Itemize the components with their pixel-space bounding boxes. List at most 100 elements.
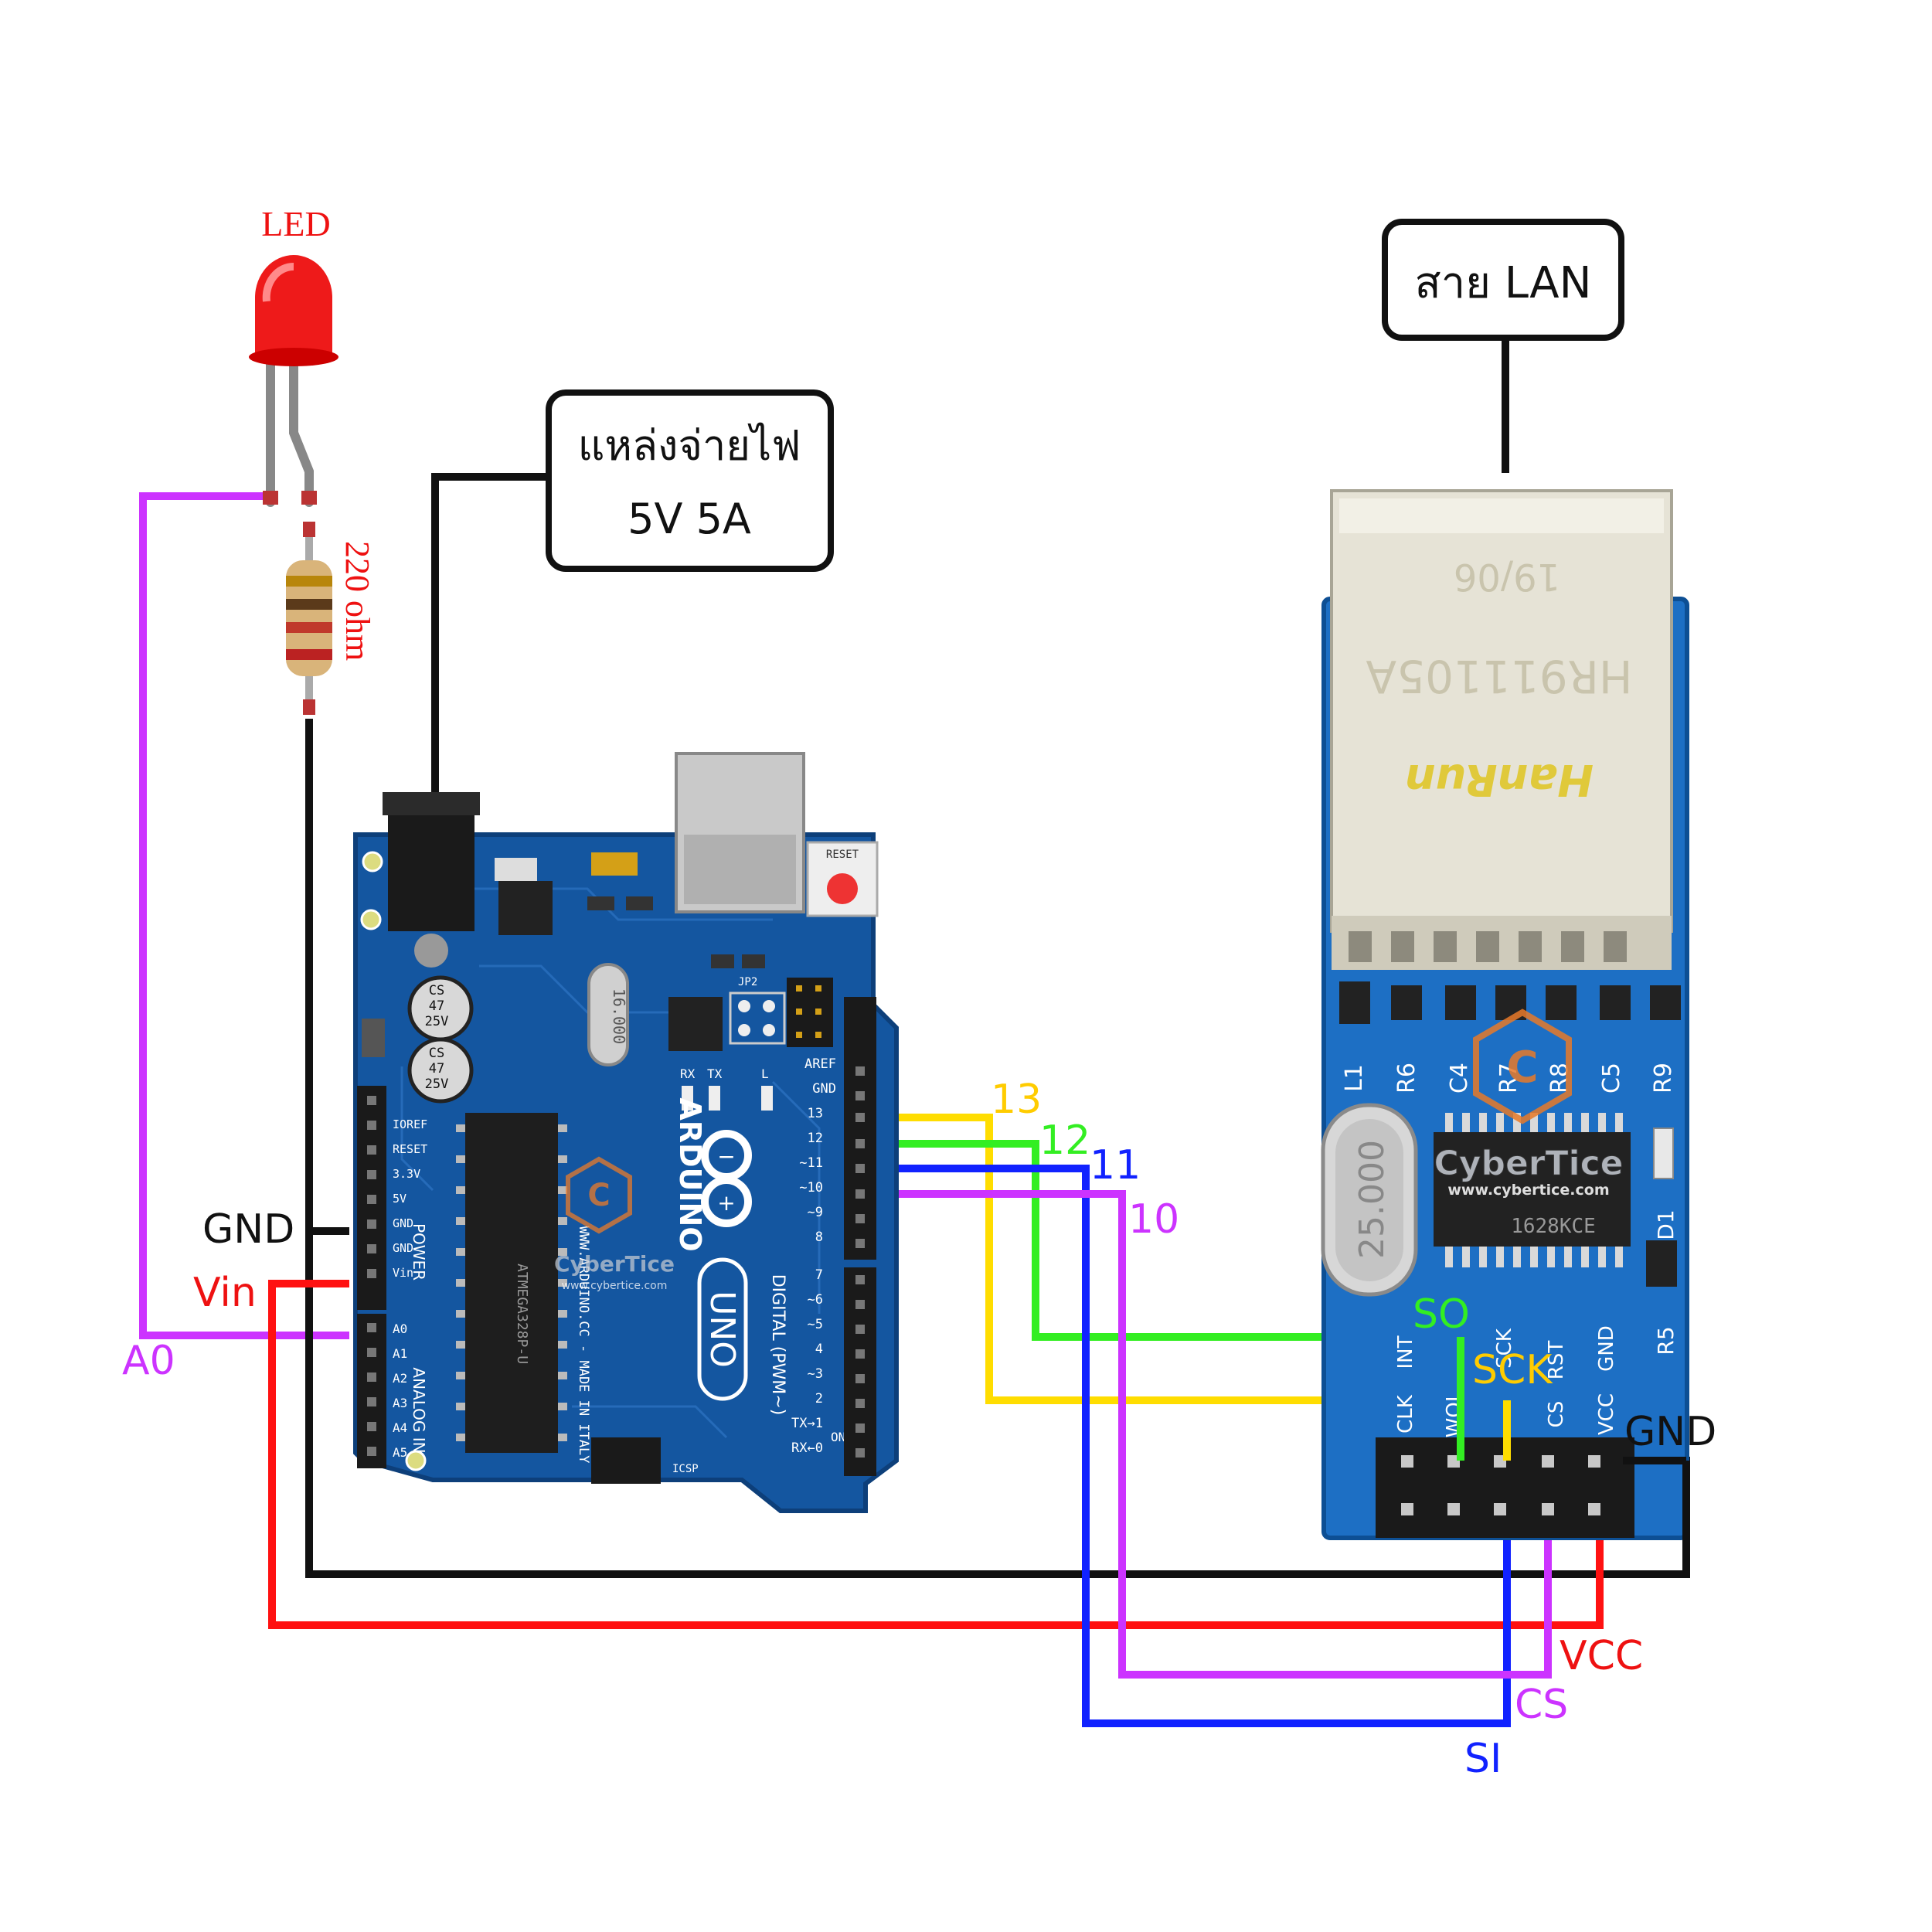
label-cs: CS [1515, 1682, 1568, 1728]
svg-text:C4: C4 [1446, 1063, 1473, 1094]
svg-text:VCC: VCC [1595, 1393, 1618, 1435]
svg-text:RST: RST [1545, 1341, 1568, 1380]
svg-text:A4: A4 [393, 1420, 407, 1435]
svg-text:5V: 5V [393, 1192, 406, 1206]
l-led-label: L [761, 1066, 769, 1081]
svg-text:19/06: 19/06 [1454, 555, 1560, 598]
enc-watermark: C CyberTice www.cybertice.com [1434, 1009, 1624, 1199]
svg-text:GND: GND [393, 1216, 413, 1230]
svg-text:R7: R7 [1495, 1063, 1522, 1094]
enc-header-labels: CLK INT WOL SCK CS RST VCC GND [1394, 1325, 1618, 1437]
power-callout: แหล่งจ่ายไฟ 5V 5A [546, 389, 834, 572]
label-so: SO [1413, 1291, 1470, 1338]
svg-text:www.cybertice.com: www.cybertice.com [1447, 1182, 1609, 1199]
wire-pin10-cs [881, 1190, 1552, 1679]
svg-text:R9: R9 [1650, 1063, 1677, 1094]
svg-text:+: + [717, 1190, 735, 1216]
label-gnd-enc: GND [1624, 1409, 1716, 1455]
svg-text:RESET: RESET [393, 1142, 427, 1156]
svg-text:GND: GND [393, 1241, 413, 1255]
svg-text:12: 12 [808, 1131, 823, 1146]
svg-text:R5: R5 [1653, 1326, 1679, 1355]
power-callout-line2: 5V 5A [628, 495, 751, 543]
svg-text:CS: CS [429, 983, 444, 998]
rx-led-label: RX [680, 1066, 696, 1081]
wire-power-callout [431, 473, 555, 792]
svg-text:CS: CS [1545, 1401, 1568, 1428]
atmega-chip: ATMEGA328P-U [456, 1113, 567, 1453]
svg-text:ICSP: ICSP [672, 1463, 699, 1475]
svg-text:~10: ~10 [799, 1180, 823, 1196]
analog-header-label: ANALOG IN [410, 1367, 428, 1453]
svg-text:C5: C5 [1598, 1063, 1625, 1094]
svg-text:INT: INT [1394, 1335, 1417, 1369]
svg-text:AREF: AREF [804, 1056, 836, 1072]
tx-led-label: TX [707, 1066, 723, 1081]
svg-text:CyberTice: CyberTice [1434, 1144, 1623, 1183]
label-pin11: 11 [1090, 1142, 1141, 1189]
label-vcc: VCC [1560, 1633, 1643, 1679]
label-vin: Vin [193, 1270, 257, 1316]
wire-labels: GND Vin A0 13 12 11 10 SO SCK GND VCC CS… [122, 1077, 1716, 1782]
svg-text:13: 13 [808, 1106, 823, 1121]
reset-button-label: RESET [826, 849, 859, 861]
svg-text:47: 47 [429, 1061, 444, 1077]
svg-text:2: 2 [815, 1391, 823, 1406]
svg-text:D1: D1 [1653, 1209, 1679, 1240]
svg-text:−: − [717, 1144, 735, 1169]
svg-text:HR911105A: HR911105A [1366, 650, 1632, 702]
svg-text:ATMEGA328P-U: ATMEGA328P-U [514, 1264, 530, 1364]
label-gnd-arduino: GND [202, 1206, 294, 1253]
svg-text:L1: L1 [1341, 1064, 1368, 1092]
wire-a0-led [139, 492, 349, 1339]
svg-text:IOREF: IOREF [393, 1117, 427, 1131]
svg-text:25V: 25V [425, 1014, 449, 1029]
wires-front [1457, 1337, 1690, 1574]
svg-text:25.000: 25.000 [1352, 1140, 1392, 1259]
rj45-jack: 19/06 HR911105A HanRun [1330, 489, 1673, 970]
arduino-uno-board: RESET CS 47 25V CS 47 25V 16.000 [353, 752, 899, 1513]
power-header: IOREF RESET 3.3V 5V GND GND Vin [357, 1086, 427, 1310]
svg-text:~5: ~5 [808, 1317, 823, 1332]
svg-text:C: C [587, 1178, 610, 1213]
led-label: LED [261, 204, 330, 243]
arduino-watermark: C CyberTice www.cybertice.com [554, 1156, 675, 1292]
svg-text:A2: A2 [393, 1371, 407, 1386]
jp2-label: JP2 [738, 976, 757, 988]
svg-text:1628KCE: 1628KCE [1511, 1215, 1596, 1238]
svg-text:A1: A1 [393, 1346, 407, 1361]
label-sck: SCK [1472, 1347, 1553, 1393]
wire-pin11-si [881, 1165, 1511, 1727]
svg-text:CS: CS [429, 1046, 444, 1061]
svg-text:47: 47 [429, 998, 444, 1014]
label-a0: A0 [122, 1338, 175, 1384]
on-led-label: ON [831, 1430, 845, 1444]
arduino-crystal: 16.000 [587, 963, 629, 1066]
label-pin12: 12 [1039, 1117, 1090, 1164]
digital-header-lower: 7 ~6 ~5 4 ~3 2 TX→1 RX←0 [791, 1267, 876, 1476]
resistor-component: 220 ohm [286, 522, 376, 715]
arduino-brand: ARDUINO [673, 1097, 707, 1251]
svg-text:4: 4 [815, 1342, 823, 1357]
svg-text:16.000: 16.000 [610, 988, 628, 1044]
lan-callout-text: สาย LAN [1415, 258, 1592, 308]
enc-chip: 1628KCE [1434, 1113, 1631, 1267]
capacitor-2: CS 47 25V [407, 1037, 474, 1104]
power-callout-line1: แหล่งจ่ายไฟ [578, 421, 801, 470]
svg-text:A5: A5 [393, 1445, 407, 1460]
svg-text:SCK: SCK [1493, 1328, 1516, 1369]
svg-text:8: 8 [815, 1230, 823, 1245]
label-pin10: 10 [1128, 1196, 1179, 1243]
svg-text:C: C [1506, 1043, 1538, 1093]
svg-text:Vin: Vin [393, 1266, 413, 1280]
wire-vin-vcc [268, 1280, 1604, 1629]
digital-header-label: DIGITAL (PWM~) [768, 1274, 787, 1416]
svg-text:A3: A3 [393, 1396, 407, 1410]
analog-header: A0 A1 A2 A3 A4 A5 [357, 1314, 407, 1468]
svg-text:RX←0: RX←0 [791, 1440, 823, 1456]
label-pin13: 13 [991, 1077, 1042, 1123]
enc28j60-module: 19/06 HR911105A HanRun L1 R6 C4 R7 R8 C5… [1321, 489, 1689, 1540]
label-si: SI [1464, 1736, 1502, 1782]
